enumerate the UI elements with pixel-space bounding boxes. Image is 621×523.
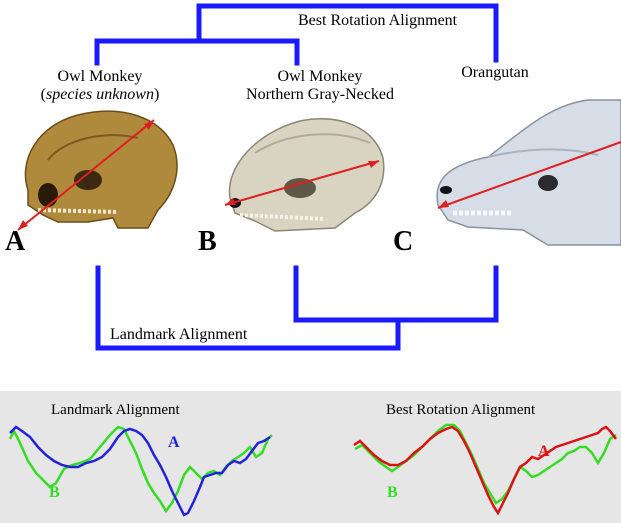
specimen-a-letter: A — [5, 228, 25, 256]
right-series-b-label: B — [387, 485, 398, 501]
right-series-a-label: A — [538, 444, 550, 460]
specimen-c-label: Orangutan — [440, 64, 550, 82]
left-series-a-label: A — [168, 435, 180, 451]
specimen-b-label: Owl Monkey Northern Gray-Necked — [220, 68, 420, 104]
landmark-alignment-title: Landmark Alignment — [110, 326, 247, 344]
right-curves — [330, 391, 621, 523]
specimen-a-name: Owl Monkey — [20, 68, 180, 86]
left-series-b-label: B — [49, 485, 60, 501]
specimen-b-name: Owl Monkey — [220, 68, 420, 86]
specimen-c-letter: C — [393, 228, 413, 256]
comparison-panel: Landmark Alignment Best Rotation Alignme… — [0, 391, 621, 523]
left-curve-a — [10, 427, 270, 515]
specimen-b-letter: B — [198, 228, 217, 256]
bottom-tree-bc-link — [296, 268, 496, 320]
best-rotation-alignment-title: Best Rotation Alignment — [298, 12, 457, 30]
skull-a-image — [8, 100, 183, 240]
left-curves — [0, 391, 300, 523]
specimen-b-subname: Northern Gray-Necked — [220, 86, 420, 104]
skull-c-image — [428, 95, 621, 250]
top-tree-ab-link — [97, 41, 297, 63]
specimen-a-label: Owl Monkey (species unknown) — [20, 68, 180, 104]
skull-b-image — [215, 103, 390, 243]
